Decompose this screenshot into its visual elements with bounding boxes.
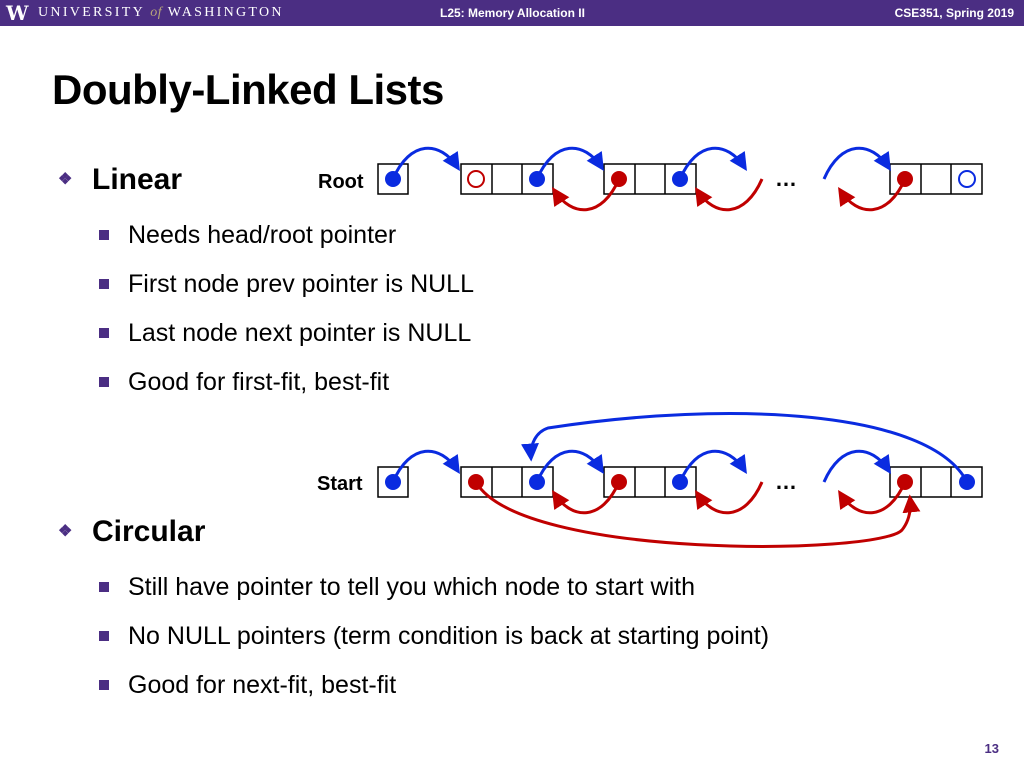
square-bullet-icon: [99, 328, 109, 338]
root-label: Root: [318, 171, 364, 193]
list-item: Good for next-fit, best-fit: [98, 661, 769, 710]
next-pointer-arrow: [822, 146, 891, 180]
prev-pointer-arrow: [695, 481, 764, 515]
list-item: Last node next pointer is NULL: [98, 309, 474, 358]
square-bullet-icon: [99, 631, 109, 641]
slide-title: Doubly-Linked Lists: [52, 66, 444, 113]
list-item: First node prev pointer is NULL: [98, 260, 474, 309]
course-name: CSE351, Spring 2019: [894, 6, 1014, 20]
list-item: Needs head/root pointer: [98, 211, 474, 260]
uw-logo-icon: W: [6, 1, 29, 25]
header-bar: W UNIVERSITY of WASHINGTON L25: Memory A…: [0, 0, 1024, 26]
wraparound-next-arrow: [521, 412, 969, 483]
linear-diagram: Root: [318, 146, 983, 212]
prev-pointer-arrow: [552, 178, 621, 212]
next-pointer-arrow: [678, 146, 747, 180]
square-bullet-icon: [99, 582, 109, 592]
next-pointer-arrow: [678, 449, 747, 483]
section-linear-heading: ❖Linear: [58, 163, 183, 196]
list-node: [603, 466, 697, 498]
list-item: Good for first-fit, best-fit: [98, 358, 474, 407]
square-bullet-icon: [99, 279, 109, 289]
list-item: No NULL pointers (term condition is back…: [98, 612, 769, 661]
square-bullet-icon: [99, 230, 109, 240]
square-bullet-icon: [99, 680, 109, 690]
next-pointer-arrow: [391, 146, 460, 180]
prev-pointer-arrow: [695, 178, 764, 212]
next-pointer-arrow: [535, 146, 604, 180]
section-circular-heading: ❖Circular: [58, 515, 206, 548]
wraparound-prev-arrow: [474, 481, 921, 548]
start-pointer-box: [377, 466, 409, 498]
circular-diagram: Start: [317, 412, 983, 548]
list-node: [460, 163, 554, 195]
prev-pointer-arrow: [838, 481, 907, 515]
start-label: Start: [317, 473, 363, 495]
list-node: [889, 466, 983, 498]
ellipsis: …: [775, 166, 797, 191]
null-next-pointer: [958, 170, 976, 188]
diamond-bullet-icon: ❖: [58, 171, 73, 189]
next-pointer-arrow: [535, 449, 604, 483]
list-node: [889, 163, 983, 195]
circular-bullet-list: Still have pointer to tell you which nod…: [98, 563, 769, 710]
page-number: 13: [984, 741, 999, 756]
university-name: UNIVERSITY of WASHINGTON: [38, 5, 284, 20]
square-bullet-icon: [99, 377, 109, 387]
lecture-title: L25: Memory Allocation II: [440, 6, 585, 20]
next-pointer-arrow: [822, 449, 891, 483]
list-node: [460, 466, 554, 498]
null-prev-pointer: [467, 170, 485, 188]
list-item: Still have pointer to tell you which nod…: [98, 563, 769, 612]
diamond-bullet-icon: ❖: [58, 523, 73, 541]
prev-pointer-arrow: [838, 178, 907, 212]
ellipsis: …: [775, 469, 797, 494]
root-pointer-box: [377, 163, 409, 195]
next-pointer-arrow: [391, 449, 460, 483]
linear-bullet-list: Needs head/root pointer First node prev …: [98, 211, 474, 407]
prev-pointer-arrow: [552, 481, 621, 515]
